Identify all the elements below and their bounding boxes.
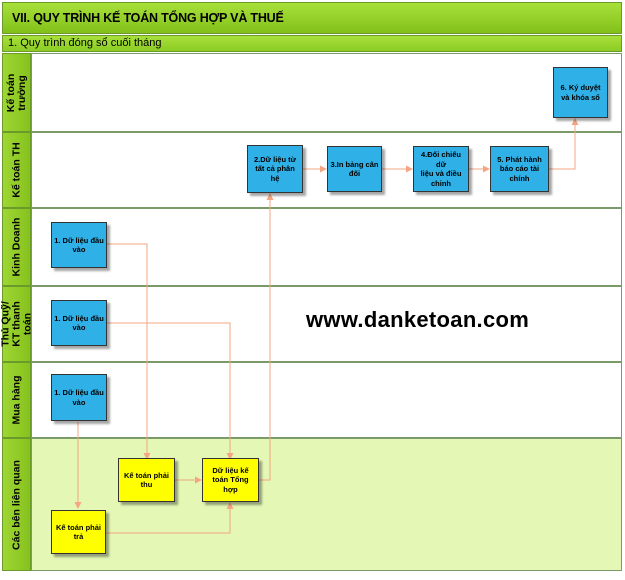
- step-2-box[interactable]: 2.Dữ liệu từ tất cả phân hệ: [247, 145, 303, 193]
- lane-body-mua-hang: [31, 362, 622, 438]
- du-lieu-ke-toan-tong-hop-box[interactable]: Dữ liệu kế toán Tổng hợp: [202, 458, 259, 502]
- diagram-subtitle-bar: 1. Quy trình đóng sổ cuối tháng: [2, 35, 622, 52]
- step-5-box[interactable]: 5. Phát hành báo cáo tài chính: [490, 146, 549, 192]
- lane-label-ke-toan-th: Kế toán TH: [2, 132, 31, 208]
- kinh-doanh-input-box[interactable]: 1. Dữ liệu đầu vào: [51, 222, 107, 268]
- connector-phai-tra-dlktth: [106, 502, 234, 534]
- diagram-subtitle: 1. Quy trình đóng sổ cuối tháng: [8, 37, 162, 49]
- lane-body-kinh-doanh: [31, 208, 622, 286]
- connector-5-6: [549, 118, 579, 170]
- lane-label-ke-toan-truong: Kế toán trưởng: [2, 53, 31, 132]
- lane-label-kinh-doanh: Kinh Doanh: [2, 208, 31, 286]
- diagram-title: VII. QUY TRÌNH KẾ TOÁN TỔNG HỢP VÀ THUẾ: [12, 11, 284, 25]
- mua-hang-input-box[interactable]: 1. Dữ liệu đầu vào: [51, 374, 107, 421]
- lane-label-cac-ben-lien-quan: Các bên liên quan: [2, 438, 31, 571]
- lane-body-thu-quy: [31, 286, 622, 362]
- lane-label-thu-quy: Thủ Quỹ/ KT thanh toán: [0, 286, 33, 362]
- connector-tq-dlktth: [107, 322, 234, 460]
- ke-toan-phai-tra-box[interactable]: Kế toán phải trả: [51, 510, 106, 554]
- ke-toan-phai-thu-box[interactable]: Kế toán phải thu: [118, 458, 175, 502]
- watermark-text: www.danketoan.com: [306, 307, 530, 332]
- step-4-box[interactable]: 4.Đối chiếu dữ liệu và điều chỉnh: [413, 146, 469, 192]
- thu-quy-input-box[interactable]: 1. Dữ liệu đầu vào: [51, 300, 107, 346]
- lane-body-ke-toan-truong: [31, 53, 622, 132]
- lane-label-mua-hang: Mua hàng: [2, 362, 31, 438]
- step-3-box[interactable]: 3.In bảng cân đối: [327, 146, 382, 192]
- connector-kd-phai-thu: [107, 243, 151, 460]
- connector-dlktth-2: [259, 193, 274, 481]
- step-6-box[interactable]: 6. Ký duyệt và khóa sổ: [553, 67, 608, 118]
- diagram-title-bar: VII. QUY TRÌNH KẾ TOÁN TỔNG HỢP VÀ THUẾ: [2, 2, 622, 34]
